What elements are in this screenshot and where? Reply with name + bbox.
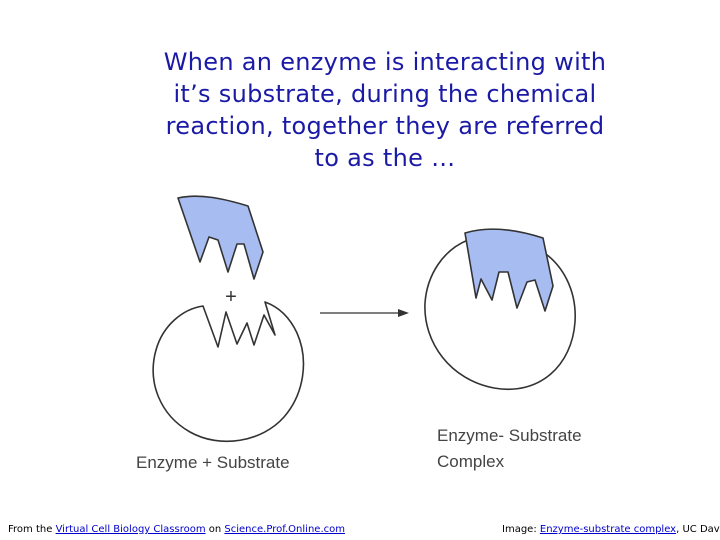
enzyme-substrate-complex-link[interactable]: Enzyme-substrate complex — [539, 524, 677, 535]
virtual-cell-biology-link[interactable]: Virtual Cell Biology Classroom — [55, 524, 206, 535]
substrate-shape — [177, 195, 264, 280]
footer-left-prefix: From the — [8, 524, 53, 535]
enzyme-plus-substrate-label: Enzyme + Substrate — [136, 453, 290, 472]
footer-credit-right: Image: Enzyme-substrate complex, UC Davi… — [502, 524, 720, 535]
complex-label-line1: Enzyme- Substrate — [437, 426, 582, 445]
complex-label-line2: Complex — [437, 452, 505, 471]
footer-left-middle: on — [208, 524, 222, 535]
science-prof-online-link[interactable]: Science.Prof.Online.com — [224, 524, 345, 535]
enzyme-shape — [152, 301, 305, 443]
footer-right-suffix: , UC Davis — [676, 524, 720, 535]
arrow-head — [398, 309, 409, 317]
complex-substrate-shape — [464, 228, 554, 312]
footer-credit-left: From the Virtual Cell Biology Classroom … — [8, 524, 345, 535]
plus-sign: + — [225, 286, 237, 308]
slide-title: When an enzyme is interacting with it’s … — [163, 48, 607, 172]
footer-right-prefix: Image: — [502, 524, 537, 535]
